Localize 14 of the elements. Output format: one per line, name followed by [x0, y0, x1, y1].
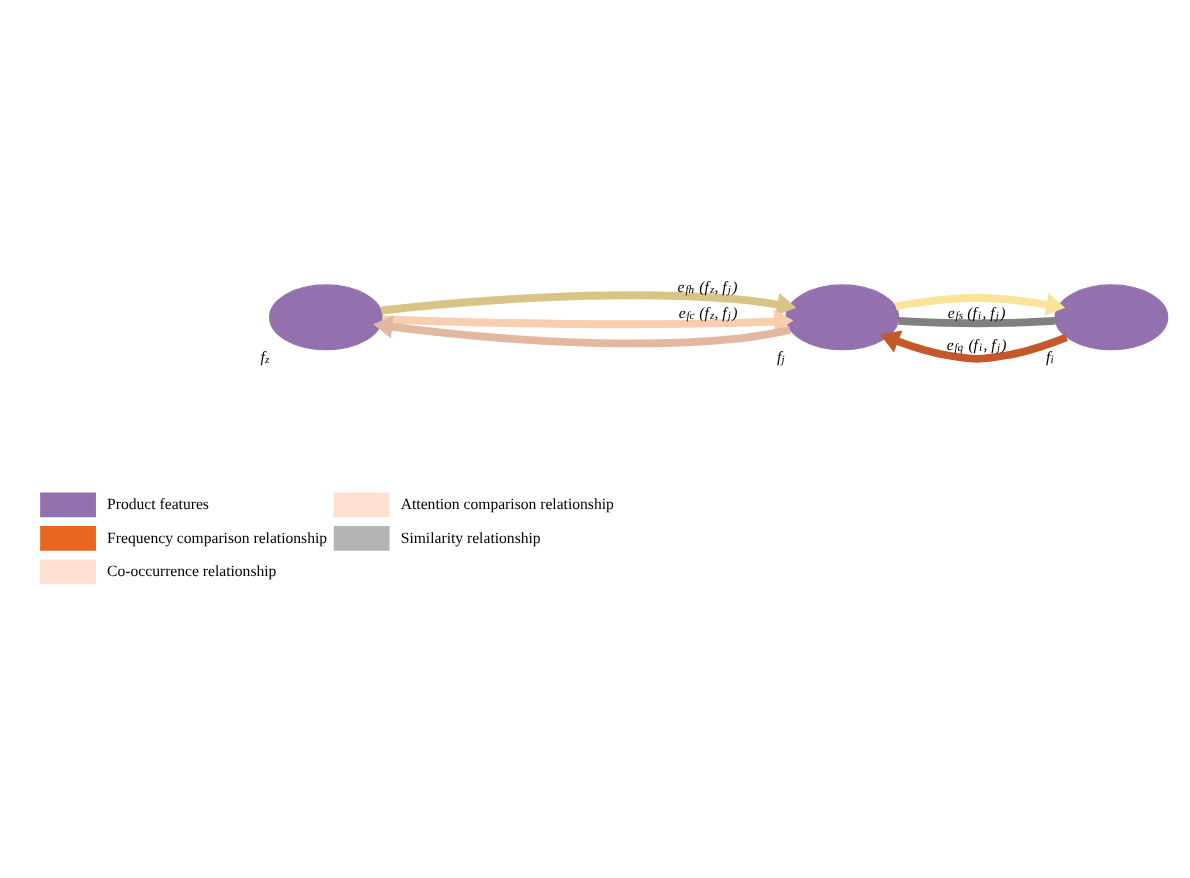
arrow — [380, 291, 797, 317]
node-ellipse — [785, 284, 900, 351]
connector — [898, 316, 1056, 328]
node-ellipse — [1054, 284, 1169, 351]
arrow — [382, 309, 794, 334]
arrow — [895, 292, 1066, 317]
legend-label: Similarity relationship — [400, 528, 541, 547]
node-ellipse — [269, 284, 383, 351]
arrow — [373, 315, 791, 348]
legend-label: Attention comparison relationship — [400, 495, 614, 513]
arrow — [880, 330, 1068, 363]
legend-label: Product features — [107, 495, 209, 513]
legend-label: Co-occurrence relationship — [107, 561, 277, 580]
legend-label: Frequency comparison relationship — [107, 528, 328, 547]
